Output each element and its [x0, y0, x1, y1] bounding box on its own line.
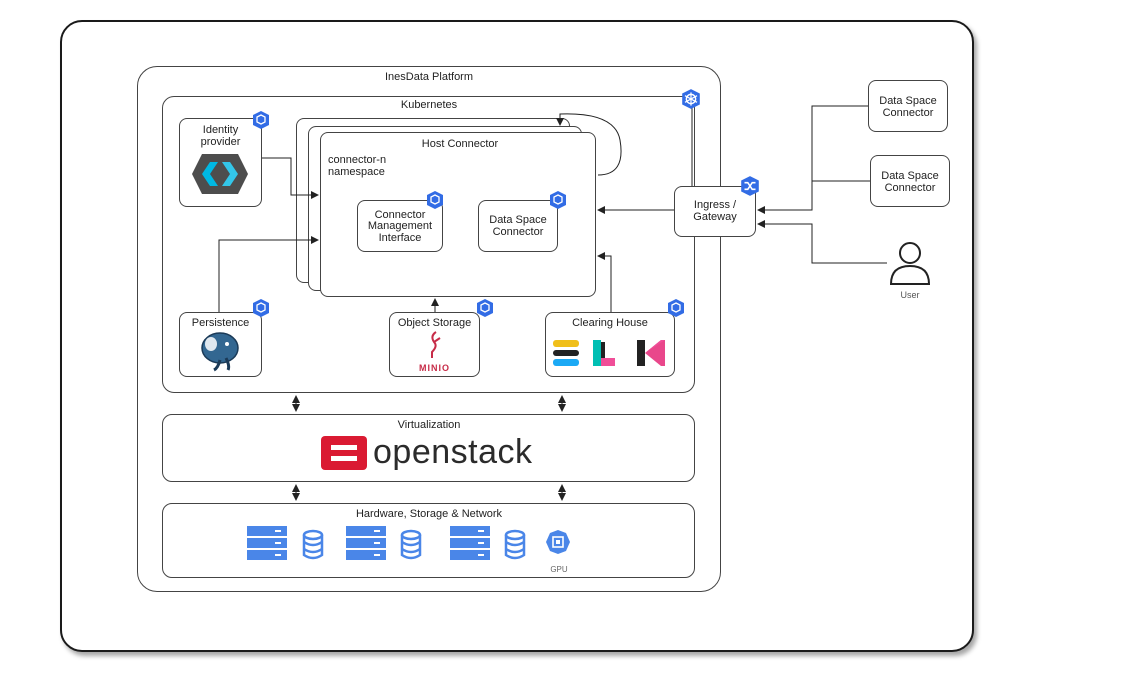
identity-line1: Identity [202, 124, 239, 136]
server-icon [450, 526, 490, 560]
keycloak-logo [192, 154, 248, 194]
platform-title: InesData Platform [384, 71, 474, 83]
elk-logo [553, 340, 665, 366]
openstack-logo-text: openstack [373, 433, 533, 471]
minio-bird-icon [431, 331, 441, 358]
identity-line2: provider [200, 136, 241, 148]
postgresql-logo [201, 332, 239, 372]
gpu-icon [546, 530, 570, 554]
pod-icon-connector-mgmt [427, 191, 443, 209]
hardware-title: Hardware, Storage & Network [355, 508, 503, 520]
pod-icon-inner-ds-connector [550, 191, 566, 209]
external-connector-1-box [868, 80, 948, 132]
persistence-title: Persistence [191, 317, 250, 329]
pod-icon-identity [253, 111, 269, 129]
host-connector-title: Host Connector [421, 138, 499, 150]
external-connector-2-line2: Connector [884, 182, 936, 194]
gpu-label: GPU [550, 565, 568, 574]
database-icon [504, 529, 526, 560]
database-icon [400, 529, 422, 560]
kubernetes-helm-icon [682, 89, 700, 109]
database-icon [302, 529, 324, 560]
connector-mgmt-line2: Management [367, 220, 433, 232]
hardware-icons-row [247, 526, 570, 560]
ingress-line2: Gateway [693, 211, 737, 223]
connector-mgmt-line3: Interface [378, 232, 422, 244]
external-connector-2-box [870, 155, 950, 207]
pod-icon-object-storage [477, 299, 493, 317]
virtualization-box [162, 414, 695, 482]
namespace-label-line2: namespace [328, 166, 385, 178]
pod-icon-persistence [253, 299, 269, 317]
external-connector-1-line1: Data Space [879, 95, 937, 107]
inner-ds-connector-box [478, 200, 558, 252]
openstack-logo-icon [321, 436, 367, 470]
external-connector-1-line2: Connector [882, 107, 934, 119]
namespace-label-line1: connector-n [328, 154, 387, 166]
ingress-gateway-box [674, 186, 756, 237]
pod-icon-clearing-house [668, 299, 684, 317]
inner-ds-connector-line1: Data Space [489, 214, 547, 226]
clearing-house-title: Clearing House [572, 317, 648, 329]
ingress-line1: Ingress / [693, 199, 737, 211]
connector-management-box [357, 200, 443, 252]
ingress-routing-icon [741, 176, 759, 196]
server-icon [247, 526, 287, 560]
user-label: User [900, 290, 920, 300]
external-connector-2-line1: Data Space [881, 170, 939, 182]
inner-ds-connector-line2: Connector [492, 226, 544, 238]
user-icon [889, 242, 931, 285]
minio-logo-text: MINIO [419, 363, 450, 373]
kubernetes-title: Kubernetes [400, 99, 458, 111]
connector-mgmt-line1: Connector [374, 209, 426, 221]
server-icon [346, 526, 386, 560]
object-storage-title: Object Storage [397, 317, 472, 329]
virtualization-title: Virtualization [397, 419, 461, 431]
